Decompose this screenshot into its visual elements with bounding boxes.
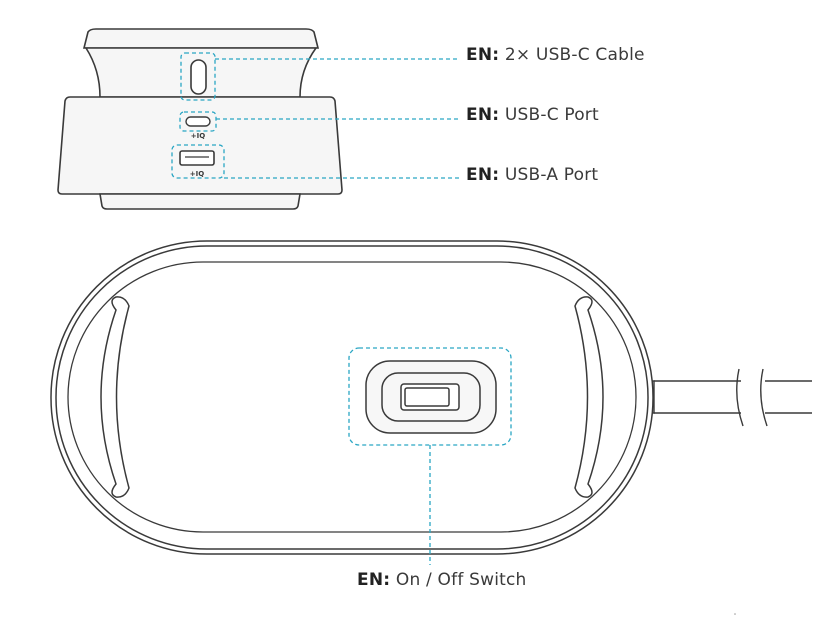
pad-outer-outline: [50, 240, 654, 555]
callout-usb-a-label: EN: USB-A Port: [466, 165, 598, 185]
callout-switch-text: On / Off Switch: [395, 570, 527, 590]
pad-right-grip: [574, 296, 604, 498]
callout-usb-c-prefix: EN:: [466, 105, 500, 125]
switch-callout: [348, 347, 512, 565]
usb-a-port-mark: +IQ: [190, 170, 204, 178]
cable-port: [190, 59, 207, 95]
pad-left-grip: [100, 296, 130, 498]
stray-mark: [734, 613, 736, 615]
callout-cable-prefix: EN:: [466, 45, 500, 65]
switch-callout-box: [348, 347, 512, 446]
usb-a-port: [179, 150, 215, 166]
callout-switch-prefix: EN:: [357, 570, 391, 590]
usb-c-callout-box: [179, 111, 217, 132]
pad-inner-surface: [67, 261, 637, 533]
callout-cable-text: 2× USB-C Cable: [504, 45, 645, 65]
pad-view: [50, 240, 812, 555]
usb-c-port-mark: +IQ: [191, 132, 205, 140]
side-view: [57, 28, 343, 210]
usb-a-callout-box: [171, 144, 225, 179]
callout-usb-c-text: USB-C Port: [504, 105, 599, 125]
pad-outer-rim: [55, 245, 649, 550]
switch-recess: [381, 372, 481, 422]
switch-toggle-knob: [404, 387, 450, 407]
side-view-callouts: [171, 52, 460, 179]
switch-toggle: [400, 383, 460, 411]
pad-cable: [646, 368, 812, 427]
side-view-foot: [99, 193, 301, 210]
side-view-top-cap: [82, 28, 320, 49]
callout-cable-label: EN: 2× USB-C Cable: [466, 45, 645, 65]
callout-usb-a-prefix: EN:: [466, 165, 500, 185]
callout-usb-c-label: EN: USB-C Port: [466, 105, 599, 125]
callout-usb-a-text: USB-A Port: [504, 165, 599, 185]
callout-switch-label: EN: On / Off Switch: [357, 570, 527, 590]
cable-callout-box: [180, 52, 216, 101]
usb-c-port: [185, 116, 211, 127]
